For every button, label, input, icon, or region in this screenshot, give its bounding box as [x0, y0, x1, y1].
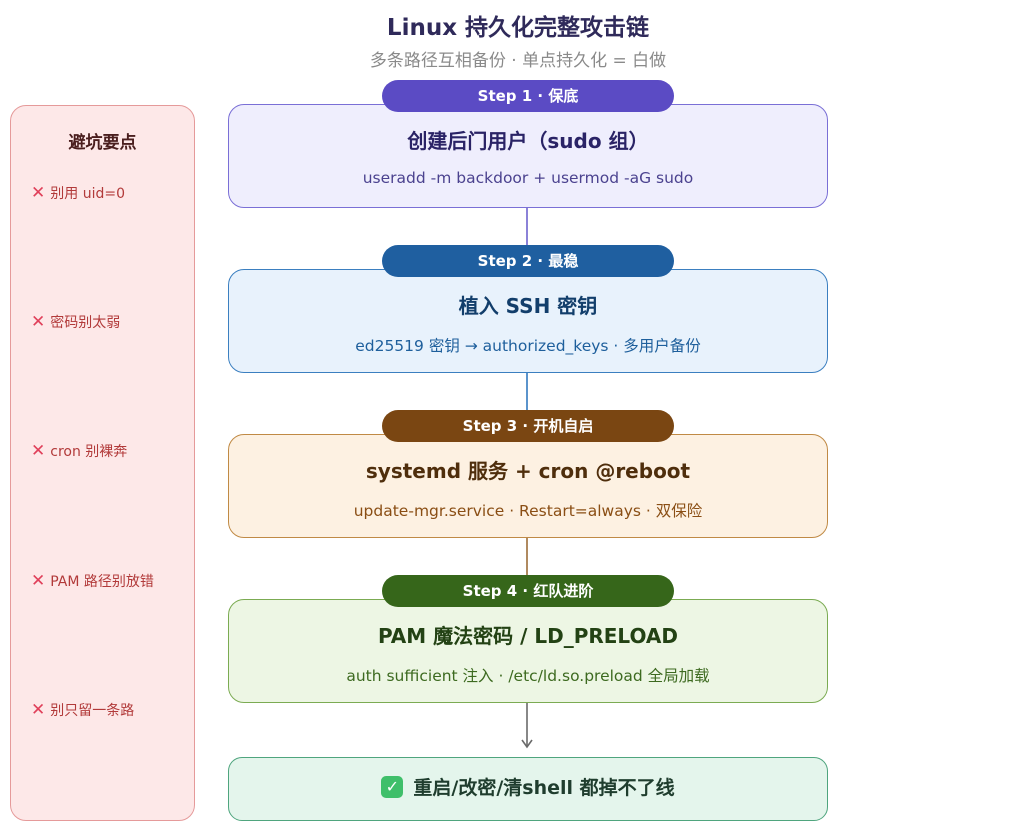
pitfall-label: 别用 uid=0: [50, 186, 125, 202]
down-arrow-icon: [521, 702, 533, 749]
check-mark-icon: ✓: [381, 775, 404, 798]
pitfall-item: ✕密码别太弱: [31, 312, 120, 332]
connector-line: [526, 372, 528, 412]
result-text: 重启/改密/清shell 都掉不了线: [413, 777, 675, 799]
pitfall-label: PAM 路径别放错: [50, 574, 154, 590]
step-title: 创建后门用户（sudo 组）: [407, 129, 649, 153]
pitfall-label: 密码别太弱: [50, 315, 121, 331]
cross-icon: ✕: [31, 571, 46, 591]
pitfall-item: ✕别用 uid=0: [31, 183, 125, 203]
step-detail: auth sufficient 注入 · /etc/ld.so.preload …: [346, 667, 710, 685]
connector-line: [526, 207, 528, 247]
pitfall-item: ✕cron 别裸奔: [31, 441, 127, 461]
pitfall-label: cron 别裸奔: [50, 444, 128, 460]
pitfall-label: 别只留一条路: [50, 703, 135, 719]
pitfall-item: ✕PAM 路径别放错: [31, 571, 154, 591]
step-badge: Step 3 · 开机自启: [382, 410, 674, 442]
step-badge: Step 1 · 保底: [382, 80, 674, 112]
step-card: PAM 魔法密码 / LD_PRELOAD auth sufficient 注入…: [228, 599, 828, 703]
pitfalls-title: 避坑要点: [68, 133, 137, 153]
step-card: 创建后门用户（sudo 组） useradd -m backdoor + use…: [228, 104, 828, 208]
step-title: PAM 魔法密码 / LD_PRELOAD: [377, 624, 679, 648]
result-box: ✓ 重启/改密/清shell 都掉不了线: [228, 757, 828, 821]
cross-icon: ✕: [31, 441, 46, 461]
step-detail: update-mgr.service · Restart=always · 双保…: [353, 502, 703, 520]
step-title: 植入 SSH 密钥: [458, 294, 598, 318]
step-detail: useradd -m backdoor + usermod -aG sudo: [362, 169, 694, 187]
diagram-title: Linux 持久化完整攻击链: [386, 15, 650, 41]
connector-line: [526, 537, 528, 577]
pitfall-item: ✕别只留一条路: [31, 700, 134, 720]
step-card: systemd 服务 + cron @reboot update-mgr.ser…: [228, 434, 828, 538]
step-badge: Step 2 · 最稳: [382, 245, 674, 277]
step-title: systemd 服务 + cron @reboot: [365, 459, 691, 483]
step-card: 植入 SSH 密钥 ed25519 密钥 → authorized_keys ·…: [228, 269, 828, 373]
cross-icon: ✕: [31, 312, 46, 332]
step-badge: Step 4 · 红队进阶: [382, 575, 674, 607]
diagram-subtitle: 多条路径互相备份 · 单点持久化 = 白做: [369, 51, 667, 71]
pitfalls-panel: 避坑要点 ✕别用 uid=0 ✕密码别太弱 ✕cron 别裸奔 ✕PAM 路径别…: [10, 105, 195, 821]
cross-icon: ✕: [31, 700, 46, 720]
step-detail: ed25519 密钥 → authorized_keys · 多用户备份: [355, 337, 701, 355]
cross-icon: ✕: [31, 183, 46, 203]
